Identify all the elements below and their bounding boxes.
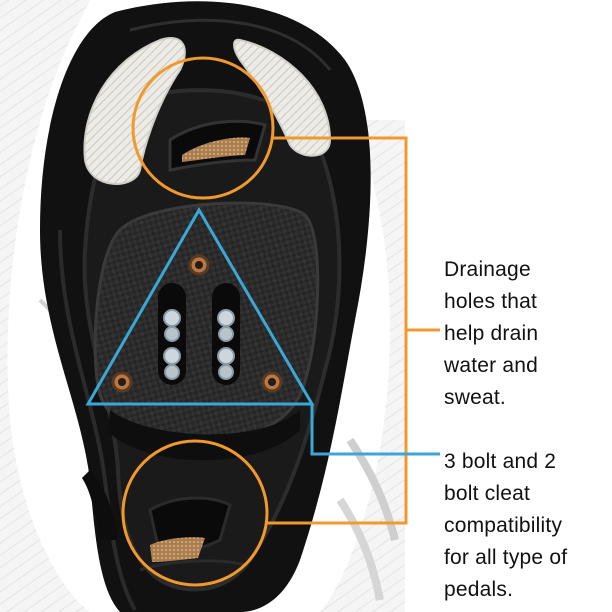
heel-strap: [82, 470, 118, 540]
bolt-caption-line: pedals.: [444, 578, 514, 601]
drainage-callout: [121, 56, 440, 587]
shoe-upper-left: [0, 0, 90, 612]
drainage-caption-line: holes that: [444, 290, 538, 313]
cleat-hardware: [163, 309, 235, 380]
drainage-caption: Drainage holes that help drain water and…: [444, 254, 538, 414]
heel-mesh: [150, 537, 205, 562]
front-drainage-circle: [131, 56, 275, 200]
drainage-caption-line: water and: [444, 354, 539, 377]
three-bolt-holes: [111, 254, 283, 393]
toe-pad-right: [233, 38, 332, 157]
bolt-caption-line: for all type of: [444, 546, 568, 569]
shoe-upper-right: [320, 120, 405, 612]
heel-drainage-circle: [121, 439, 269, 587]
three-bolt-triangle: [85, 206, 315, 406]
drainage-caption-line: help drain: [444, 322, 539, 345]
bolt-caption-line: compatibility: [444, 514, 563, 537]
bolt-caption-line: 3 bolt and 2: [444, 450, 557, 473]
bolt-callout: [85, 206, 440, 456]
drainage-caption-line: sweat.: [444, 386, 506, 409]
drainage-caption-line: Drainage: [444, 258, 531, 281]
bolt-caption: 3 bolt and 2 bolt cleat compatibility fo…: [444, 446, 567, 606]
bolt-caption-line: bolt cleat: [444, 482, 531, 505]
bolt-leader-line: [310, 404, 440, 456]
